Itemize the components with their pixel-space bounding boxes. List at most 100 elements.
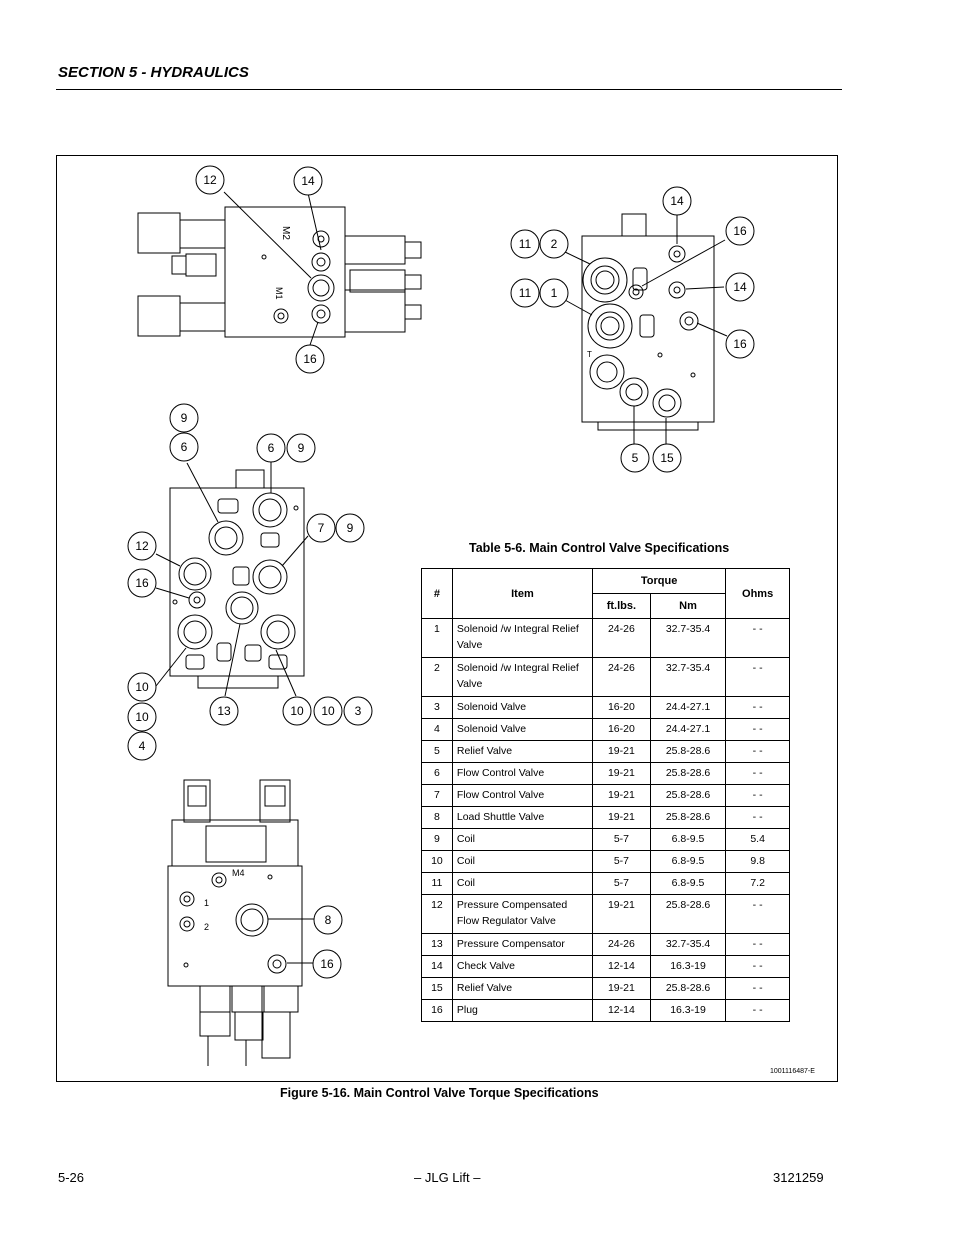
cell-ftlbs: 5-7	[592, 850, 651, 873]
cell-ohms: 9.8	[725, 850, 790, 873]
callout-1: 1	[551, 286, 558, 300]
cell-ftlbs: 19-21	[592, 806, 651, 829]
cell-num: 5	[421, 740, 453, 763]
cell-item: Solenoid Valve	[451, 696, 594, 719]
cell-ftlbs: 19-21	[592, 894, 651, 934]
cell-item: Load Shuttle Valve	[451, 806, 594, 829]
callout-9: 9	[347, 521, 354, 535]
cell-ohms: - -	[725, 762, 790, 785]
col-header-num: #	[421, 568, 453, 619]
cell-ftlbs: 24-26	[592, 933, 651, 956]
callout-16: 16	[135, 576, 149, 590]
cell-item: Solenoid /w Integral Relief Valve	[451, 657, 594, 697]
cell-ftlbs: 5-7	[592, 872, 651, 895]
cell-ftlbs: 12-14	[592, 955, 651, 978]
cell-nm: 32.7-35.4	[649, 933, 727, 956]
cell-num: 12	[421, 894, 453, 934]
cell-nm: 16.3-19	[649, 999, 727, 1022]
cell-ohms: - -	[725, 806, 790, 829]
cell-nm: 25.8-28.6	[649, 977, 727, 1000]
cell-num: 15	[421, 977, 453, 1000]
cell-nm: 32.7-35.4	[649, 657, 727, 697]
cell-ftlbs: 19-21	[592, 977, 651, 1000]
cell-nm: 16.3-19	[649, 955, 727, 978]
callout-9: 9	[298, 441, 305, 455]
cell-ohms: - -	[725, 977, 790, 1000]
cell-item: Relief Valve	[451, 740, 594, 763]
callout-10: 10	[135, 680, 149, 694]
cell-num: 6	[421, 762, 453, 785]
callout-4: 4	[139, 739, 146, 753]
callout-12: 12	[203, 173, 217, 187]
col-header-nm: Nm	[649, 593, 727, 619]
cell-ohms: - -	[725, 894, 790, 934]
page-number: 5-26	[58, 1170, 85, 1185]
figure-frame	[56, 155, 838, 1082]
cell-ftlbs: 16-20	[592, 696, 651, 719]
valve-view-top-right: T	[564, 213, 728, 444]
callout-10: 10	[321, 704, 335, 718]
col-header-torque: Torque	[592, 568, 727, 594]
cell-num: 8	[421, 806, 453, 829]
cell-nm: 24.4-27.1	[649, 696, 727, 719]
cell-nm: 25.8-28.6	[649, 784, 727, 807]
cell-ftlbs: 19-21	[592, 784, 651, 807]
cell-ohms: 7.2	[725, 872, 790, 895]
col-header-item: Item	[451, 568, 594, 619]
port-label-1: 1	[204, 898, 209, 908]
callout-13: 13	[217, 704, 231, 718]
callout-16: 16	[303, 352, 317, 366]
cell-num: 14	[421, 955, 453, 978]
cell-item: Coil	[451, 872, 594, 895]
cell-ohms: - -	[725, 657, 790, 697]
cell-nm: 25.8-28.6	[649, 894, 727, 934]
cell-ohms: - -	[725, 696, 790, 719]
callout-9: 9	[181, 411, 188, 425]
cell-item: Plug	[451, 999, 594, 1022]
doc-number: 3121259	[773, 1170, 824, 1185]
callout-11: 11	[519, 286, 532, 300]
cell-ohms: - -	[725, 618, 790, 658]
cell-item: Flow Control Valve	[451, 762, 594, 785]
callout-7: 7	[318, 521, 325, 535]
cell-item: Check Valve	[451, 955, 594, 978]
callout-3: 3	[355, 704, 362, 718]
section-header: SECTION 5 - HYDRAULICS	[58, 64, 249, 81]
cell-ohms: - -	[725, 718, 790, 741]
footer-brand: – JLG Lift –	[414, 1170, 481, 1185]
callout-14: 14	[670, 194, 684, 208]
cell-ftlbs: 12-14	[592, 999, 651, 1022]
cell-ftlbs: 24-26	[592, 618, 651, 658]
callout-5: 5	[632, 451, 639, 465]
cell-ohms: 5.4	[725, 828, 790, 851]
callout-14: 14	[301, 174, 315, 188]
valve-view-bottom: M4 1 2	[167, 779, 314, 1066]
header-rule	[56, 89, 842, 90]
cell-num: 2	[421, 657, 453, 697]
cell-item: Pressure Compensated Flow Regulator Valv…	[451, 894, 594, 934]
callout-16: 16	[320, 957, 334, 971]
cell-nm: 25.8-28.6	[649, 740, 727, 763]
callout-16: 16	[733, 224, 747, 238]
cell-ohms: - -	[725, 740, 790, 763]
cell-item: Pressure Compensator	[451, 933, 594, 956]
callout-11: 11	[519, 237, 532, 251]
callout-12: 12	[135, 539, 149, 553]
cell-num: 9	[421, 828, 453, 851]
cell-nm: 32.7-35.4	[649, 618, 727, 658]
callout-8: 8	[325, 913, 332, 927]
